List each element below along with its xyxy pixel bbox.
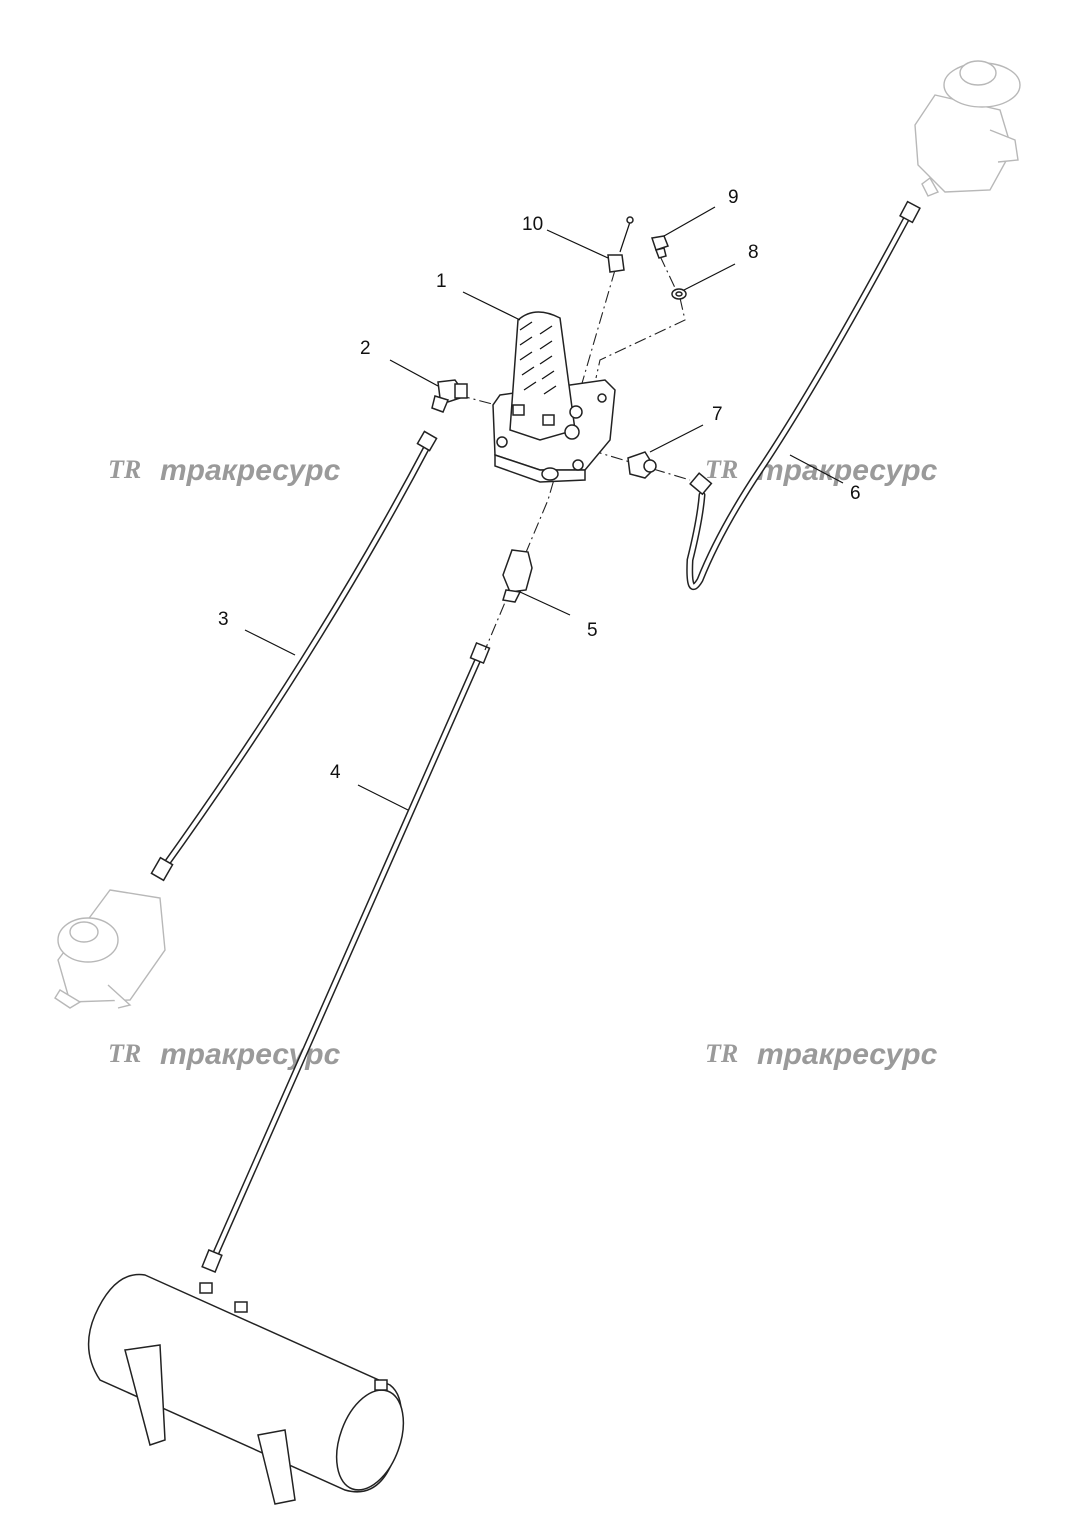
part-1-pedal-assembly	[492, 311, 616, 483]
watermark-text: тракресурс	[757, 1038, 938, 1071]
ghost-reservoir-top-right	[914, 60, 1021, 197]
hose-6	[686, 200, 921, 591]
watermark-logo: TR	[108, 1039, 141, 1068]
part-5-adapter	[502, 549, 533, 603]
callout-9: 9	[728, 187, 739, 208]
part-7-fitting	[627, 451, 657, 479]
callout-10: 10	[522, 214, 543, 235]
callout-2: 2	[360, 338, 371, 359]
watermark-logo: TR	[108, 455, 141, 484]
watermark-4: TR тракресурс	[705, 1038, 938, 1071]
watermark-logo: TR	[705, 455, 738, 484]
watermark-text: тракресурс	[160, 1038, 341, 1071]
callout-7: 7	[712, 404, 723, 425]
ghost-brake-valve-left	[54, 889, 166, 1009]
ghost-air-tank	[87, 1273, 405, 1505]
watermark-text: тракресурс	[757, 454, 938, 487]
callout-8: 8	[748, 242, 759, 263]
leader-lines	[244, 206, 844, 811]
part-8-washer	[671, 288, 687, 300]
callout-1: 1	[436, 271, 447, 292]
callout-5: 5	[587, 620, 598, 641]
part-9-bolt	[651, 235, 669, 259]
hose-3	[150, 430, 438, 882]
callout-3: 3	[218, 609, 229, 630]
watermark-logo: TR	[705, 1039, 738, 1068]
pedal-ridges	[519, 321, 557, 395]
watermark-2: TR тракресурс	[705, 454, 938, 487]
watermark-text: тракресурс	[160, 454, 341, 487]
hose-4	[201, 641, 491, 1273]
part-10-sensor	[607, 216, 634, 273]
watermark-1: TR тракресурс	[108, 454, 341, 487]
callout-6: 6	[850, 483, 861, 504]
part-2-elbow-fitting	[431, 379, 468, 413]
callout-4: 4	[330, 762, 341, 783]
